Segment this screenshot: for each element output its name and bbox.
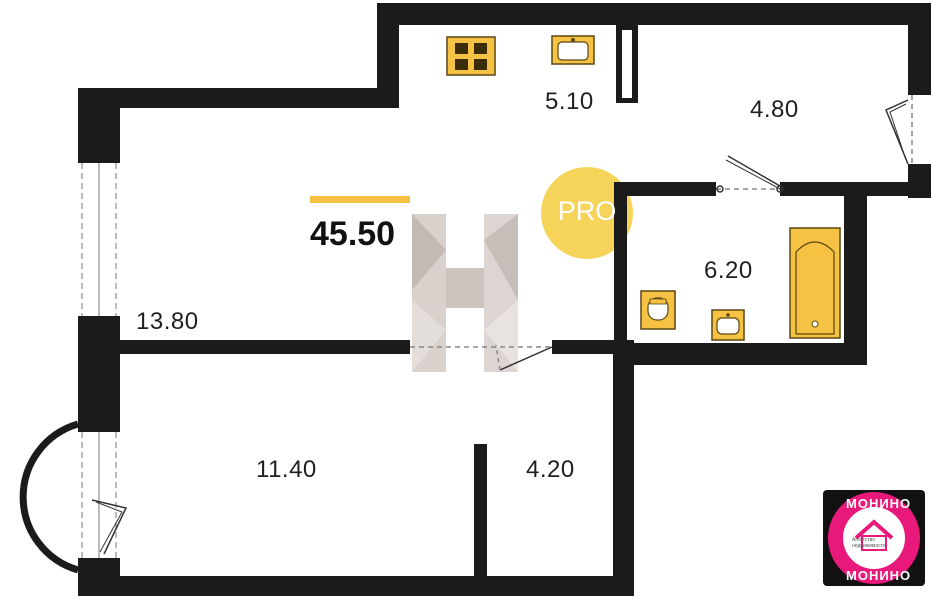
door-entrance: [885, 95, 913, 165]
toilet-icon: [640, 290, 676, 330]
total-area-accent-bar: [310, 196, 410, 203]
kitchen-sink-icon: [551, 35, 595, 65]
door-bathroom: [716, 155, 784, 193]
total-area-block: 45.50: [310, 196, 410, 254]
window-left-top: [81, 163, 117, 316]
room-area-hall: 4.80: [750, 96, 799, 123]
room-area-wardrobe: 4.20: [526, 456, 575, 483]
room-area-kitchen: 5.10: [545, 88, 594, 115]
total-area-value: 45.50: [310, 215, 396, 253]
logo-bottom-text: МОНИНО: [846, 568, 912, 583]
agency-logo-icon: [823, 490, 925, 586]
logo-top-text: МОНИНО: [846, 496, 912, 511]
room-area-bathroom: 6.20: [704, 257, 753, 284]
bathroom-sink-icon: [711, 309, 745, 341]
room-area-living-room: 13.80: [136, 308, 199, 335]
bathtub-icon: [789, 227, 841, 339]
balcony-railing: [19, 420, 79, 574]
pro-badge-circle: [541, 167, 633, 259]
walls: [78, 3, 931, 596]
window-left-bottom: [81, 432, 128, 558]
pro-badge-label: PRO: [557, 196, 617, 226]
watermark-logo-icon: [412, 214, 518, 372]
logo-subtitle: Агентство недвижимости: [852, 537, 886, 549]
stove-icon: [446, 36, 496, 76]
room-area-bedroom: 11.40: [256, 456, 317, 483]
door-bedroom: [410, 344, 553, 371]
